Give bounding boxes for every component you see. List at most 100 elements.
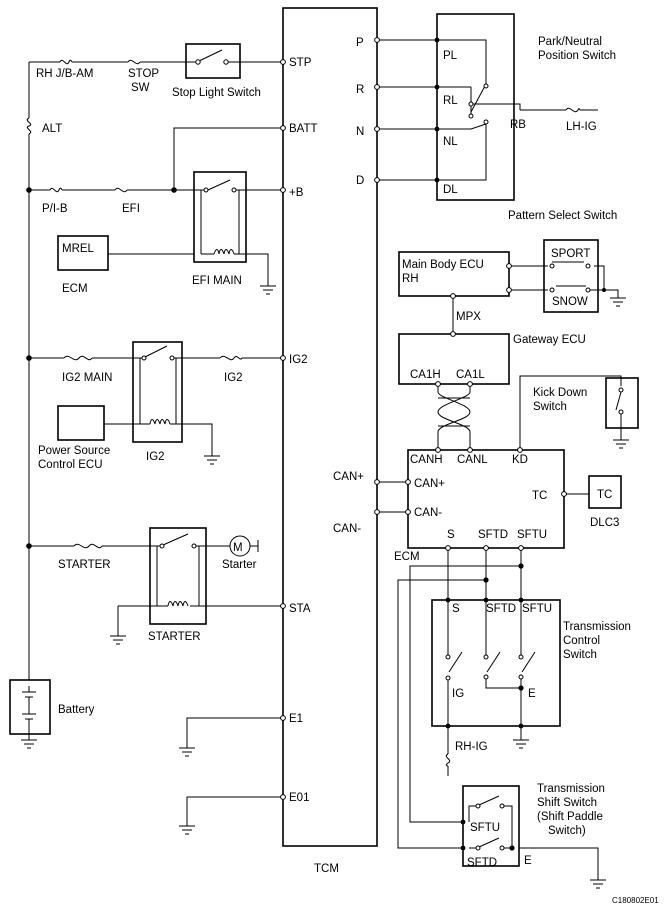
efi-label: EFI — [122, 203, 140, 215]
psc-ecu-label-2: Control ECU — [38, 459, 103, 471]
stop-fuse-icon — [127, 59, 141, 65]
alt-fuse-icon — [26, 117, 32, 135]
ecm-sftd-label: SFTD — [478, 529, 508, 541]
ig2-fuse-icon — [219, 355, 243, 361]
park-neutral-position-switch — [436, 13, 515, 201]
rh-ig-label: RH-IG — [455, 741, 488, 753]
ground-icon — [613, 439, 629, 449]
starter-label: Starter — [222, 559, 257, 571]
ground-icon — [260, 285, 276, 295]
ecm-left-label: ECM — [62, 283, 88, 295]
ig2-main-label: IG2 MAIN — [62, 372, 112, 384]
pin-n: N — [356, 126, 364, 138]
battery-box — [9, 679, 51, 735]
pin-ig2: IG2 — [289, 354, 308, 366]
ca1l-label: CA1L — [456, 369, 485, 381]
dlc3-label: DLC3 — [590, 517, 619, 529]
ground-icon — [21, 739, 37, 749]
ground-icon — [110, 635, 126, 645]
efi-main-label: EFI MAIN — [192, 275, 242, 287]
tcs-label-2: Control — [563, 635, 600, 647]
pib-label: P/I-B — [42, 203, 68, 215]
canl-label: CANL — [457, 454, 488, 466]
pin-r: R — [356, 84, 364, 96]
tcs-label-3: Switch — [563, 649, 597, 661]
ecm-block — [407, 449, 565, 549]
pin-e1: E1 — [289, 713, 303, 725]
pin-can-minus: CAN- — [333, 523, 361, 535]
starter-coil-icon — [167, 601, 189, 607]
tcs-sftd-label: SFTD — [486, 603, 516, 615]
battery-label: Battery — [58, 704, 95, 716]
tcs-ig-label: IG — [452, 688, 464, 700]
pin-stp: STP — [289, 57, 312, 69]
ecm-can-minus-label: CAN- — [414, 507, 442, 519]
dlc3-box — [588, 475, 622, 509]
ig2-coil-icon — [149, 419, 171, 425]
starter-fuse-label: STARTER — [58, 559, 111, 571]
pin-plus-b: +B — [289, 187, 304, 199]
ecm-tc-label: TC — [532, 490, 547, 502]
efi-fuse-icon — [114, 187, 128, 193]
gateway-ecu — [398, 333, 510, 385]
pl-label: PL — [443, 50, 458, 62]
ground-icon — [513, 739, 529, 749]
tss-label-4: Switch) — [548, 825, 586, 837]
battery-icon — [22, 686, 36, 740]
pin-e01: E01 — [289, 792, 309, 804]
tcm-block — [282, 7, 378, 847]
tss-label-1: Transmission — [537, 783, 605, 795]
gateway-ecu-label: Gateway ECU — [513, 334, 586, 346]
starter-relay — [149, 527, 207, 625]
efi-main-relay — [193, 171, 247, 263]
kick-down-label-1: Kick Down — [533, 387, 587, 399]
ground-icon — [204, 455, 220, 465]
stop-sw-label: SW — [131, 82, 150, 94]
pin-can-plus: CAN+ — [333, 471, 364, 483]
rb-label: RB — [510, 119, 526, 131]
dlc3-tc-label: TC — [597, 489, 612, 501]
main-body-ecu-rh — [398, 251, 510, 297]
rl-label: RL — [443, 95, 458, 107]
pnp-label-2: Position Switch — [538, 50, 616, 62]
ground-icon — [179, 747, 195, 757]
main-body-ecu-label-1: Main Body ECU — [402, 259, 484, 271]
ig2-fuse-label: IG2 — [224, 372, 243, 384]
canh-label: CANH — [410, 454, 443, 466]
lh-ig-label: LH-IG — [566, 121, 597, 133]
rh-jb-am-label: RH J/B-AM — [36, 68, 94, 80]
tcs-e-label: E — [528, 688, 536, 700]
pattern-select-label: Pattern Select Switch — [508, 210, 617, 222]
sport-label: SPORT — [551, 248, 590, 260]
transmission-control-switch — [431, 599, 561, 727]
twisted-pair-wire — [437, 384, 471, 450]
kick-down-label-2: Switch — [533, 401, 567, 413]
power-source-ecu-box — [57, 405, 105, 441]
dl-label: DL — [443, 184, 458, 196]
pnp-label-1: Park/Neutral — [538, 36, 602, 48]
ecm-sftu-label: SFTU — [517, 529, 547, 541]
mpx-label: MPX — [456, 311, 481, 323]
starter-fuse-icon — [73, 543, 103, 549]
sport-snow-switch — [543, 239, 599, 313]
ground-icon — [179, 825, 195, 835]
stop-label: STOP — [128, 68, 159, 80]
starter-relay-label: STARTER — [148, 631, 201, 643]
tss-sftu-label: SFTU — [470, 822, 500, 834]
pin-d: D — [356, 175, 364, 187]
tcs-s-label: S — [452, 603, 460, 615]
kd-label: KD — [512, 454, 528, 466]
starter-motor-letter: M — [233, 542, 243, 554]
ecm-s-label: S — [447, 529, 455, 541]
ground-icon — [590, 879, 606, 889]
ca1h-label: CA1H — [410, 369, 441, 381]
nl-label: NL — [443, 136, 458, 148]
rh-ig-fuse-icon — [445, 753, 451, 767]
ig2-relay-label: IG2 — [146, 451, 165, 463]
stop-light-switch-label: Stop Light Switch — [172, 87, 261, 99]
tss-label-3: (Shift Paddle — [537, 811, 603, 823]
rh-jb-am-fuse-icon — [59, 59, 73, 65]
lh-ig-fuse-icon — [565, 107, 581, 113]
ecm-right-label: ECM — [394, 551, 420, 563]
